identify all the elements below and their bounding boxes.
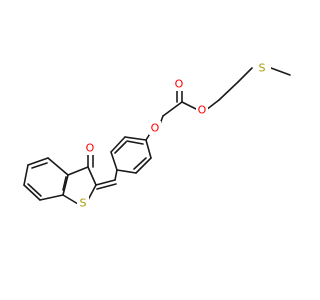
label-bg-o-carbonyl xyxy=(173,77,185,91)
benzene-bond-5 xyxy=(110,136,126,153)
molecule-structure: S O O O O S xyxy=(23,61,291,210)
benzene-bond-3 xyxy=(116,169,137,174)
benzene-bond-1 xyxy=(145,139,152,159)
atom-label-o-ester: O xyxy=(198,104,207,117)
bond-ring-vinyl xyxy=(114,169,118,181)
atom-label-o-ether: O xyxy=(151,122,160,135)
benzene-inner-1 xyxy=(133,157,147,170)
thiophene-bond-c3-c2 xyxy=(87,166,97,186)
thiophene-bond-s-c7a xyxy=(62,194,79,205)
fused-benzene-bond-4 xyxy=(23,184,41,201)
molecule-structure-canvas: S O O O O S xyxy=(23,61,291,210)
thiophene-bond-c2-s xyxy=(87,184,97,201)
fused-benzene-inner-1 xyxy=(31,162,48,169)
benzene-bond-2 xyxy=(135,157,152,174)
atom-label-s-ring: S xyxy=(80,197,87,210)
bond-carbonylc-ch2 xyxy=(162,101,183,117)
bond-ch2-ch2 xyxy=(218,81,239,101)
fused-benzene-inner-2 xyxy=(27,183,42,197)
label-bg-o-ketone xyxy=(84,141,96,155)
fused-benzene-bond-1 xyxy=(47,157,69,176)
label-bg-o-ester xyxy=(196,103,208,117)
atom-label-o-carbonyl: O xyxy=(175,78,184,91)
bond-methyl-s xyxy=(270,67,291,76)
bond-vinyl-double-1 xyxy=(95,179,116,186)
label-bg-s-thioether xyxy=(253,61,271,75)
thiophene-bond-c7a-c3a xyxy=(62,174,69,196)
fused-benzene-bond-2 xyxy=(27,157,49,166)
bond-ch2-oester xyxy=(205,99,220,111)
bond-vinyl-double-2 xyxy=(96,183,117,190)
benzene-bond-6 xyxy=(124,136,147,141)
label-bg-s-ring xyxy=(77,196,89,210)
bond-s-ch2 xyxy=(237,67,253,83)
thiophene-bond-c3a-c3 xyxy=(67,166,89,176)
bond-oester-carbonylc xyxy=(181,101,199,111)
benzene-inner-3 xyxy=(126,140,144,145)
atom-label-s-thioether: S xyxy=(259,62,266,75)
fused-benzene-bond-3 xyxy=(23,164,29,186)
label-bg-o-ether xyxy=(149,121,161,135)
benzene-inner-2 xyxy=(114,141,127,154)
atom-label-o-ketone: O xyxy=(86,142,95,155)
benzene-bond-4 xyxy=(110,151,118,171)
fused-benzene-bond-5 xyxy=(39,194,64,201)
fused-benzene-inner-3 xyxy=(62,176,67,191)
